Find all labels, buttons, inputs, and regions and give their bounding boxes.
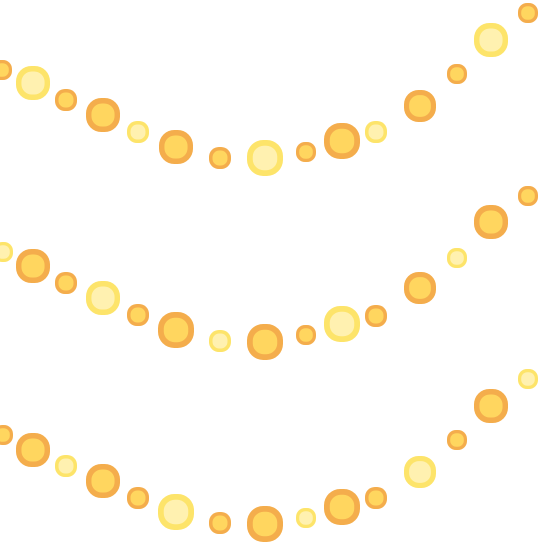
bead-glow (21, 71, 45, 95)
bead-glow (163, 317, 189, 343)
light-bead (404, 90, 436, 122)
light-bead (247, 506, 283, 542)
bead-glow (521, 6, 535, 20)
bead-glow (91, 103, 115, 127)
light-bead (158, 312, 194, 348)
light-bead (0, 425, 13, 445)
bead-glow (58, 92, 74, 108)
light-bead (55, 272, 77, 294)
light-bead (296, 325, 316, 345)
light-bead (86, 281, 120, 315)
light-bead (159, 130, 193, 164)
light-bead (247, 140, 283, 176)
bead-glow (299, 145, 313, 159)
bead-glow (409, 461, 431, 483)
light-bead (55, 89, 77, 111)
bead-glow (329, 311, 355, 337)
bead-glow (212, 333, 228, 349)
light-bead (324, 123, 360, 159)
bead-glow (91, 469, 115, 493)
light-bead (127, 304, 149, 326)
light-bead (158, 494, 194, 530)
bead-glow (21, 254, 45, 278)
light-bead (86, 464, 120, 498)
middle-garland (0, 186, 538, 360)
bead-glow (329, 494, 355, 520)
light-bead (16, 66, 50, 100)
light-bead (324, 489, 360, 525)
light-bead (209, 512, 231, 534)
light-bead (0, 60, 12, 80)
bead-glow (163, 499, 189, 525)
bead-glow (0, 428, 10, 442)
light-bead (404, 272, 436, 304)
light-bead (447, 430, 467, 450)
bead-glow (212, 515, 228, 531)
bead-glow (368, 124, 384, 140)
light-bead (365, 121, 387, 143)
bead-glow (479, 28, 503, 52)
light-bead (209, 147, 231, 169)
light-bead (296, 508, 316, 528)
light-bead (447, 248, 467, 268)
light-bead (209, 330, 231, 352)
light-bead (518, 186, 538, 206)
bead-glow (0, 63, 9, 77)
bead-glow (299, 511, 313, 525)
bead-glow (212, 150, 228, 166)
bead-glow (252, 145, 278, 171)
light-bead (127, 121, 149, 143)
bead-glow (58, 275, 74, 291)
light-bead (474, 23, 508, 57)
bead-glow (21, 438, 45, 462)
bead-glow (450, 433, 464, 447)
light-bead (365, 487, 387, 509)
top-garland (0, 3, 538, 176)
bead-glow (299, 328, 313, 342)
light-bead (324, 306, 360, 342)
bead-glow (252, 329, 278, 355)
light-bead (296, 142, 316, 162)
light-bead (365, 305, 387, 327)
bottom-garland (0, 369, 538, 542)
bead-glow (521, 372, 535, 386)
bead-glow (409, 95, 431, 117)
light-bead (247, 324, 283, 360)
bead-glow (450, 251, 464, 265)
light-bead (16, 433, 50, 467)
light-bead (518, 3, 538, 23)
bead-glow (409, 277, 431, 299)
bead-glow (130, 124, 146, 140)
bead-glow (479, 394, 503, 418)
bead-glow (368, 308, 384, 324)
light-bead (474, 389, 508, 423)
light-bead (127, 487, 149, 509)
light-bead (55, 455, 77, 477)
light-bead (518, 369, 538, 389)
light-bead (404, 456, 436, 488)
bead-glow (164, 135, 188, 159)
light-bead (16, 249, 50, 283)
bead-glow (450, 67, 464, 81)
bead-glow (368, 490, 384, 506)
bead-glow (58, 458, 74, 474)
bead-glow (130, 490, 146, 506)
light-bead (474, 205, 508, 239)
bead-glow (479, 210, 503, 234)
light-bead (86, 98, 120, 132)
bead-glow (0, 245, 10, 259)
bead-glow (130, 307, 146, 323)
light-bead (447, 64, 467, 84)
bead-glow (91, 286, 115, 310)
bead-glow (329, 128, 355, 154)
light-bead (0, 242, 13, 262)
bead-glow (521, 189, 535, 203)
bead-glow (252, 511, 278, 537)
